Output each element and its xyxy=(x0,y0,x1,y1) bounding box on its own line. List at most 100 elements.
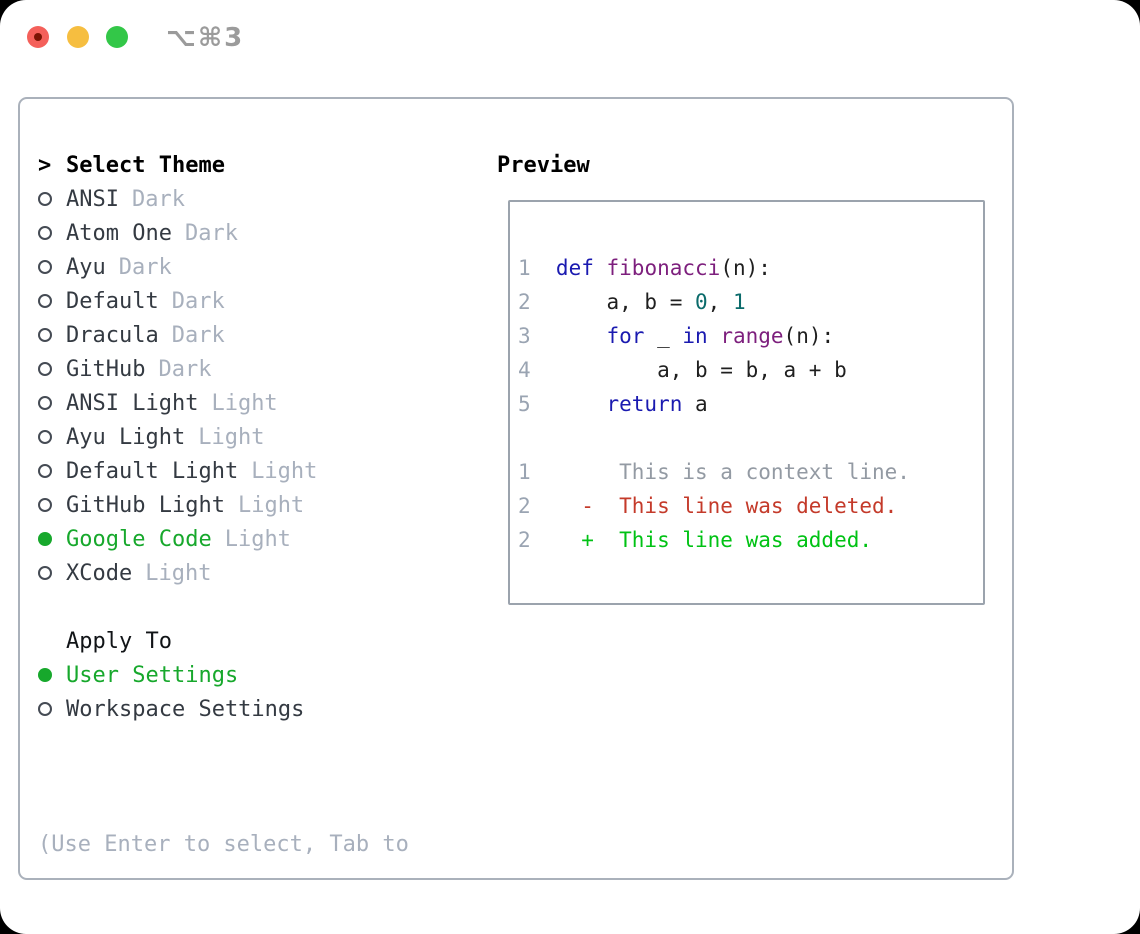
theme-variant: Light xyxy=(251,458,318,484)
zoom-button[interactable] xyxy=(106,26,128,48)
code-line: 2 + This line was added. xyxy=(518,523,983,557)
radio-icon xyxy=(38,294,52,308)
code-token: (n): xyxy=(720,256,771,280)
radio-slot xyxy=(38,532,66,546)
code-token: in xyxy=(682,324,708,348)
code-token: fibonacci xyxy=(606,256,721,280)
apply-to-header: Apply To xyxy=(38,624,317,658)
code-token: for xyxy=(606,324,645,348)
theme-name: Atom One xyxy=(66,220,172,246)
theme-name: Dracula xyxy=(66,322,159,348)
radio-slot xyxy=(38,396,66,410)
theme-variant: Light xyxy=(237,492,305,518)
code-token: 0 xyxy=(695,290,708,314)
radio-slot xyxy=(38,328,66,342)
theme-name: Default Light xyxy=(66,458,239,484)
code-line xyxy=(518,421,983,455)
radio-icon xyxy=(38,192,52,206)
unsaved-dot-icon xyxy=(34,33,42,41)
theme-variant: Light xyxy=(145,560,212,586)
theme-name: GitHub xyxy=(66,356,146,382)
minimize-button[interactable] xyxy=(67,26,89,48)
radio-icon xyxy=(38,464,52,478)
select-theme-title: Select Theme xyxy=(66,152,225,178)
code-token: return xyxy=(606,392,683,416)
theme-variant: Dark xyxy=(131,186,185,212)
radio-icon xyxy=(38,396,52,410)
radio-slot xyxy=(38,430,66,444)
radio-slot xyxy=(38,294,66,308)
code-token: a, b = xyxy=(555,290,695,314)
radio-icon xyxy=(38,498,52,512)
code-token: range xyxy=(720,324,784,348)
line-number: 2 xyxy=(518,528,531,552)
line-number: 2 xyxy=(518,290,531,314)
hint-line-2: change focus) xyxy=(38,930,409,934)
theme-variant: Dark xyxy=(158,356,212,382)
radio-slot xyxy=(38,702,66,716)
theme-name: XCode xyxy=(66,560,133,586)
theme-variant: Dark xyxy=(171,322,225,348)
code-token: (n): xyxy=(783,324,835,348)
preview-title: Preview xyxy=(497,152,590,178)
theme-variant: Dark xyxy=(118,254,172,280)
code-line: 5 return a xyxy=(518,387,983,421)
code-line: 1 This is a context line. xyxy=(518,455,983,489)
apply-option-workspace-settings[interactable]: Workspace Settings xyxy=(38,692,317,726)
code-token: This is a context line. xyxy=(555,460,910,484)
apply-option-user-settings[interactable]: User Settings xyxy=(38,658,317,692)
line-number: 1 xyxy=(518,460,531,484)
code-token xyxy=(594,256,607,280)
line-number: 3 xyxy=(518,324,531,348)
code-token: + This line was added. xyxy=(555,528,872,552)
radio-slot xyxy=(38,464,66,478)
theme-item-xcode[interactable]: XCode Light xyxy=(38,556,317,590)
radio-slot xyxy=(38,192,66,206)
code-token: a xyxy=(682,392,708,416)
line-number: 4 xyxy=(518,358,531,382)
line-number: 5 xyxy=(518,392,531,416)
theme-item-default-light[interactable]: Default Light Light xyxy=(38,454,317,488)
theme-name: Google Code xyxy=(66,526,212,552)
theme-item-dracula[interactable]: Dracula Dark xyxy=(38,318,317,352)
code-line: 3 for _ in range(n): xyxy=(518,319,983,353)
code-token: , xyxy=(707,290,733,314)
close-button[interactable] xyxy=(27,26,49,48)
radio-slot xyxy=(38,498,66,512)
radio-icon xyxy=(38,362,52,376)
radio-slot xyxy=(38,226,66,240)
code-token xyxy=(556,392,607,416)
code-line: 4 a, b = b, a + b xyxy=(518,353,983,387)
line-number: 2 xyxy=(518,494,531,518)
theme-variant: Light xyxy=(198,424,265,450)
select-theme-header: > Select Theme xyxy=(38,148,317,182)
radio-slot xyxy=(38,362,66,376)
hint-line-1: (Use Enter to select, Tab to xyxy=(38,832,409,857)
code-token: a, b = b, a + b xyxy=(555,358,847,382)
theme-name: Ayu xyxy=(66,254,106,280)
radio-selected-icon xyxy=(38,668,52,682)
theme-item-ayu[interactable]: Ayu Dark xyxy=(38,250,317,284)
theme-name: Default xyxy=(66,288,159,314)
radio-slot xyxy=(38,260,66,274)
code-token xyxy=(556,324,607,348)
theme-variant: Dark xyxy=(184,220,238,246)
line-number: 1 xyxy=(518,256,531,280)
code-token xyxy=(708,324,721,348)
theme-item-atom-one[interactable]: Atom One Dark xyxy=(38,216,317,250)
radio-selected-icon xyxy=(38,532,52,546)
theme-variant: Light xyxy=(211,390,278,416)
theme-item-github[interactable]: GitHub Dark xyxy=(38,352,317,386)
